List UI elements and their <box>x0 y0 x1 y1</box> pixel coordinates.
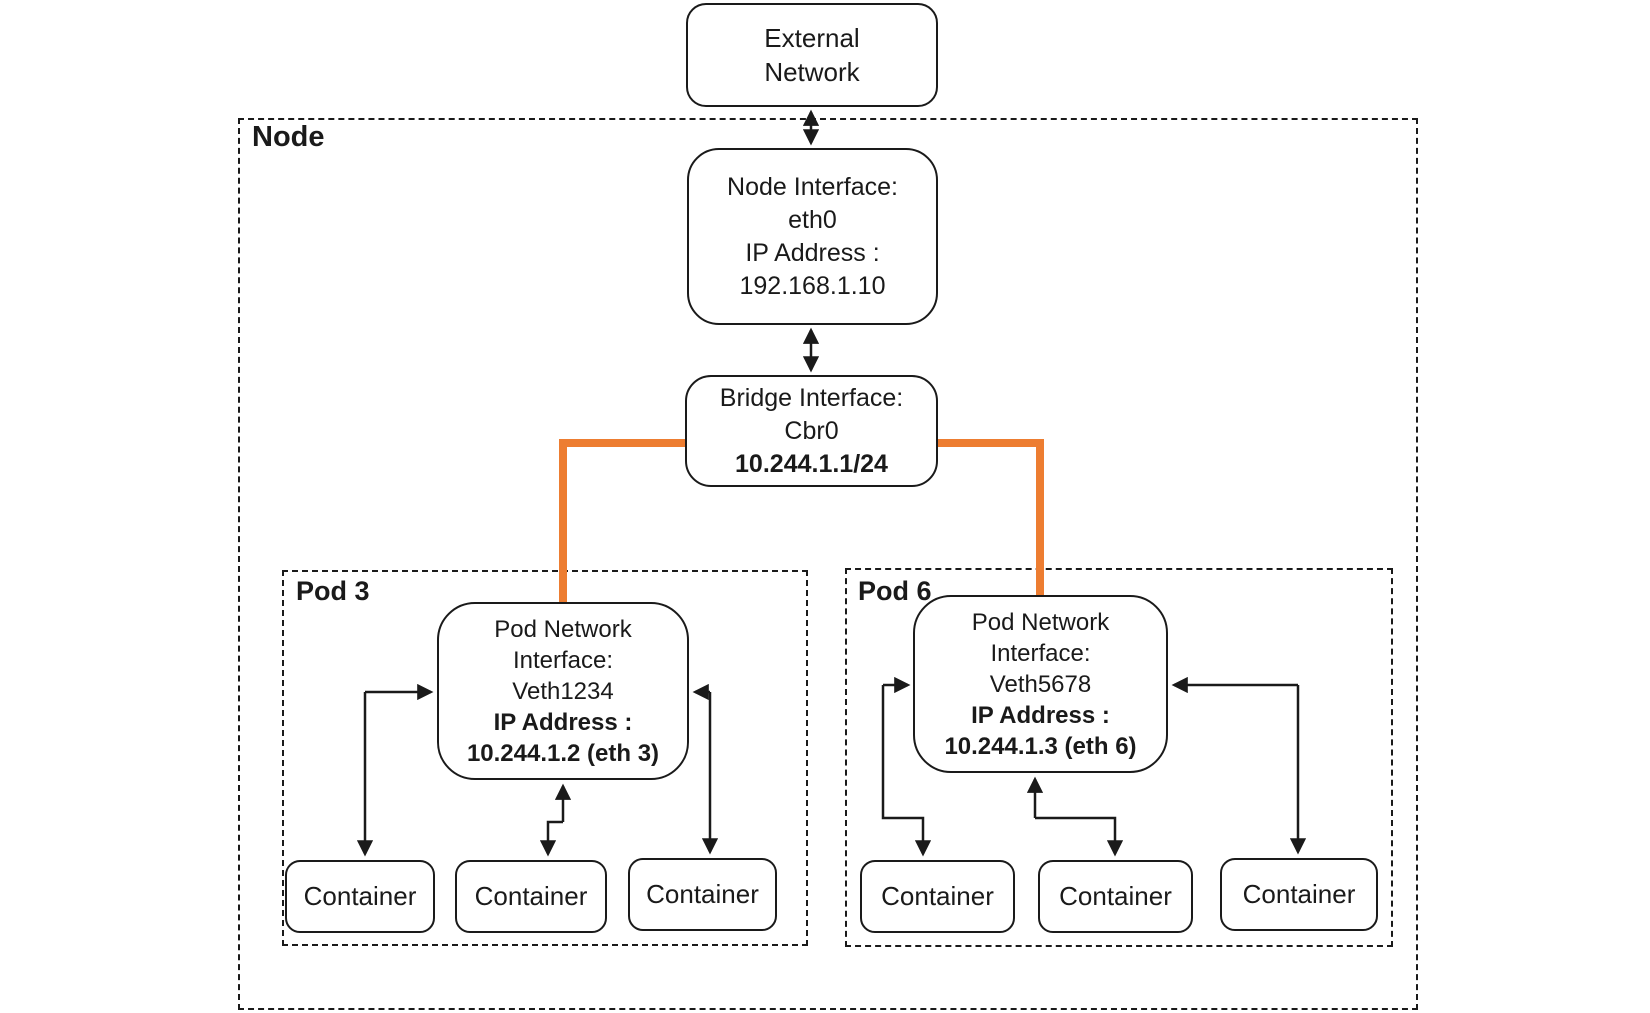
pod6-container-2-label: Container <box>1059 881 1172 911</box>
pod6-container-3-label: Container <box>1242 879 1356 909</box>
pod3-interface-ip-label: IP Address : <box>493 708 633 736</box>
pod6-region-label: Pod 6 <box>858 576 932 606</box>
pod6-container-3: Container <box>1220 858 1378 931</box>
external-network-line1: External <box>764 23 860 53</box>
pod6-interface-ip-value: 10.244.1.3 (eth 6) <box>944 732 1137 760</box>
pod3-interface-name: Veth1234 <box>512 677 614 705</box>
bridge-pod6-connector-vertical <box>1036 439 1044 597</box>
pod6-container-1-label: Container <box>881 881 994 911</box>
pod6-interface-box: Pod Network Interface: Veth5678 IP Addre… <box>913 595 1168 773</box>
bridge-pod3-connector-horizontal <box>559 439 687 447</box>
pod3-container-3-label: Container <box>646 879 759 909</box>
node-interface-ip-label: IP Address : <box>745 238 880 267</box>
pod3-interface-title2: Interface: <box>512 646 614 674</box>
node-region <box>238 118 1418 1010</box>
pod3-container-2-label: Container <box>474 881 588 911</box>
bridge-pod3-connector-vertical <box>559 439 567 604</box>
pod6-interface-title1: Pod Network <box>971 608 1110 636</box>
pod3-interface-box: Pod Network Interface: Veth1234 IP Addre… <box>437 602 689 780</box>
pod3-container-2: Container <box>455 860 607 933</box>
pod6-interface-ip-label: IP Address : <box>971 701 1110 729</box>
pod6-region <box>845 568 1393 947</box>
pod3-region-label: Pod 3 <box>296 576 370 606</box>
pod3-container-1: Container <box>285 860 435 933</box>
node-interface-name: eth0 <box>788 205 837 234</box>
pod6-container-2: Container <box>1038 860 1193 933</box>
pod3-container-3: Container <box>628 858 777 931</box>
bridge-pod6-connector-horizontal <box>936 439 1044 447</box>
pod3-container-1-label: Container <box>303 881 417 911</box>
node-interface-title: Node Interface: <box>727 172 898 201</box>
node-region-label: Node <box>252 121 325 153</box>
pod3-region <box>282 570 808 946</box>
node-interface-ip-value: 192.168.1.10 <box>739 271 886 300</box>
bridge-interface-box: Bridge Interface: Cbr0 10.244.1.1/24 <box>685 375 938 487</box>
bridge-interface-cidr: 10.244.1.1/24 <box>735 449 888 478</box>
bridge-interface-name: Cbr0 <box>784 416 839 445</box>
external-network-line2: Network <box>764 57 860 87</box>
pod6-container-1: Container <box>860 860 1015 933</box>
pod6-interface-name: Veth5678 <box>989 670 1092 698</box>
pod6-interface-title2: Interface: <box>990 639 1091 667</box>
node-interface-box: Node Interface: eth0 IP Address : 192.16… <box>687 148 938 325</box>
bridge-interface-title: Bridge Interface: <box>719 383 904 412</box>
external-network-box: External Network <box>686 3 938 107</box>
pod3-interface-ip-value: 10.244.1.2 (eth 3) <box>466 739 660 767</box>
pod3-interface-title1: Pod Network <box>494 615 632 643</box>
